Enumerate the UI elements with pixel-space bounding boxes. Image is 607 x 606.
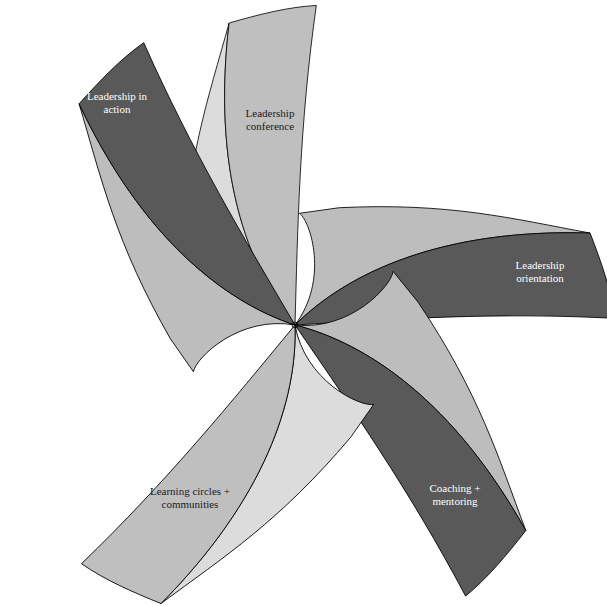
blade-label: Coaching + mentoring [415, 482, 495, 508]
pinwheel-blade: Leadership in action [77, 90, 157, 116]
blade-label: Leadership in action [77, 90, 157, 116]
pinwheel-blade: Leadership orientation [500, 259, 580, 285]
blade-label: Leadership conference [230, 107, 310, 133]
blade-label: Leadership orientation [500, 259, 580, 285]
pinwheel-blade: Leadership conference [230, 107, 310, 133]
pinwheel-blade: Coaching + mentoring [415, 482, 495, 508]
pinwheel-blade: Learning circles + communities [143, 485, 238, 511]
blade-label: Learning circles + communities [143, 485, 238, 511]
